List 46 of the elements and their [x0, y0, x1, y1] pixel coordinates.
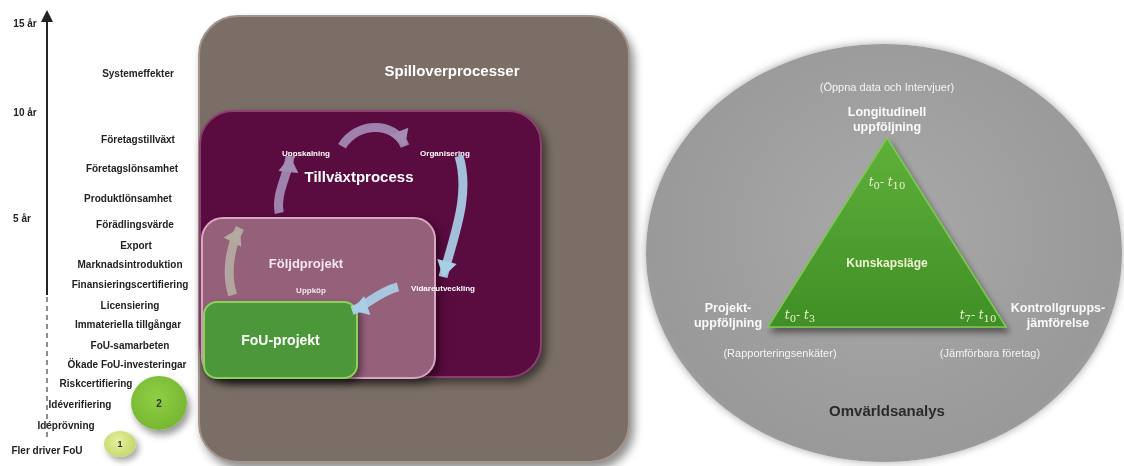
curved-arrow	[437, 154, 468, 279]
effect-label: Immateriella tillgångar	[74, 318, 182, 330]
panel-title: Följdprojekt	[268, 255, 344, 271]
panel-title: Tillväxtprocess	[304, 167, 414, 185]
effect-label: Riskcertifiering	[59, 377, 133, 389]
source-note: (Jämförbara företag)	[939, 347, 1041, 359]
year-label: 15 år	[13, 17, 37, 29]
process-panel	[198, 15, 630, 463]
effect-label: Förädlingsvärde	[96, 218, 174, 230]
time-span-label: t$_{0}$- t$_{10}$	[868, 174, 906, 192]
effect-label: Idéverifiering	[48, 398, 112, 410]
curved-arrow	[274, 155, 298, 214]
curved-arrow	[223, 226, 245, 297]
effect-label: Idéprövning	[37, 419, 95, 431]
effect-label: FoU-samarbeten	[90, 339, 170, 351]
panel-title: Spilloverprocesser	[384, 61, 520, 79]
knowledge-triangle	[766, 136, 1008, 329]
triangle-title: Kunskapsläge	[846, 256, 928, 270]
project-box: FoU-projekt	[203, 301, 358, 379]
source-note: (Rapporteringsenkäter)	[723, 347, 837, 359]
source-note: (Öppna data och Intervjuer)	[819, 81, 955, 93]
stage-circle: 2	[131, 376, 187, 430]
effect-label: Finansieringscertifiering	[71, 278, 189, 290]
effect-label: Licensiering	[100, 299, 160, 311]
stage-label: Organisering	[409, 146, 481, 160]
stage-label: Uppköp	[288, 283, 334, 297]
time-span-label: t$_{7}$- t$_{10}$	[959, 307, 997, 325]
curved-arrow	[350, 282, 400, 315]
effect-label: Marknadsintroduktion	[77, 258, 183, 270]
effect-label: Export	[120, 239, 152, 251]
effect-label: Företagslönsamhet	[85, 162, 179, 174]
process-panel	[199, 110, 542, 378]
year-label: 10 år	[13, 106, 37, 118]
effect-label: Produktlönsamhet	[84, 192, 172, 204]
effect-label: Systemeffekter	[102, 67, 174, 79]
stage-label: Uppskalning	[266, 146, 346, 160]
ellipse-title: Omvärldsanalys	[829, 401, 945, 419]
year-label: 5 år	[13, 212, 31, 224]
corner-label: Longitudinell uppföljning	[846, 105, 928, 135]
corner-label: Kontrollgrupps- jämförelse	[1009, 301, 1107, 331]
effect-label: Ökade FoU-investeringar	[67, 358, 187, 370]
time-span-label: t$_{0}$- t$_{3}$	[784, 307, 816, 325]
corner-label: Projekt- uppföljning	[693, 301, 763, 331]
effect-label: Fler driver FoU	[11, 444, 83, 456]
effect-label: Företagstillväxt	[101, 133, 175, 145]
stage-circle: 1	[104, 431, 136, 457]
